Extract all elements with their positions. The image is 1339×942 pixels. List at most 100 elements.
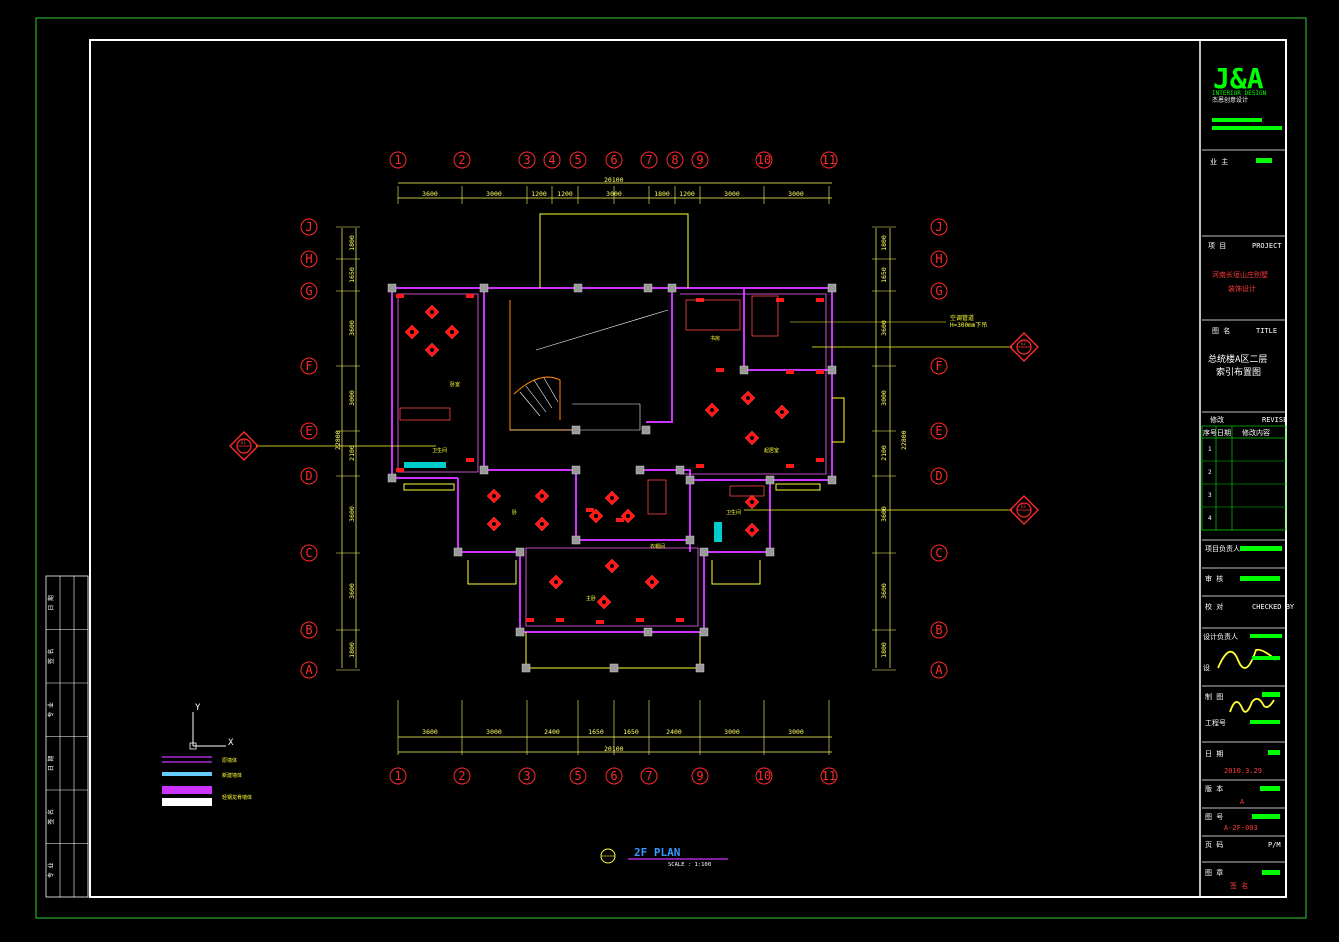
rev-header-date: 日期 [1217, 429, 1231, 437]
axis-label-bottom-11: 11 [822, 769, 836, 783]
wall-legend: 原墙体 新建墙体 轻钢龙骨墙体 [162, 756, 252, 806]
axis-bubble-left-A [300, 661, 318, 679]
axis-bubble-right-G [930, 282, 948, 300]
axis-label-left-J: J [305, 220, 312, 234]
pm-label: 项目负责人 [1205, 544, 1240, 553]
fixture-small-8 [696, 464, 704, 468]
axis-label-right-A: A [935, 663, 943, 677]
index-symbol-1 [1009, 332, 1039, 362]
project-name-line2: 装饰设计 [1228, 284, 1256, 293]
drafter-signature [1229, 697, 1275, 713]
axis-label-right-E: E [935, 424, 942, 438]
axis-bubble-bottom-9 [691, 767, 709, 785]
light-fixture-core-0 [430, 310, 434, 314]
project-name-line1: 河南长垣山庄别墅 [1212, 270, 1268, 279]
date-label: 日 期 [1205, 750, 1223, 758]
column-20 [643, 627, 653, 637]
company-logo-cn: 杰恩创意设计 [1212, 96, 1248, 104]
axis-label-bottom-9: 9 [696, 769, 703, 783]
left-dim-5: 3600 [348, 506, 356, 522]
axis-label-bottom-5: 5 [574, 769, 581, 783]
column-0 [387, 283, 397, 293]
fixture-small-9 [786, 464, 794, 468]
column-7 [479, 465, 489, 475]
legend-item-3: 轻钢龙骨墙体 [222, 794, 252, 801]
axis-bubble-right-J [930, 218, 948, 236]
drawing-no-label: 图 号 [1205, 813, 1223, 821]
top-dim-4: 3000 [606, 190, 622, 198]
room-name-6: 卫生间 [726, 509, 741, 516]
bottom-dim-1: 3000 [486, 728, 502, 736]
light-fixture-core-6 [780, 410, 784, 414]
axis-label-top-6: 6 [610, 153, 617, 167]
axis-label-top-11: 11 [822, 153, 836, 167]
left-signature-strip: 日 期签 名专 业日 期签 名专 业 [45, 575, 89, 898]
column-24 [695, 663, 705, 673]
column-9 [635, 465, 645, 475]
review-label: 审 核 [1205, 574, 1223, 583]
left-dim-3: 3000 [348, 390, 356, 406]
axis-bubble-right-F [930, 357, 948, 375]
axis-label-right-F: F [935, 359, 942, 373]
column-19 [515, 627, 525, 637]
hvac-note-line1: 空调管道 [950, 314, 974, 322]
axis-bubble-top-8 [666, 151, 684, 169]
room-name-3: 起居室 [764, 447, 779, 454]
version-value: A [1240, 798, 1245, 806]
room-name-5: 衣帽间 [650, 543, 665, 550]
strip-label-0: 日 期 [47, 595, 55, 611]
column-3 [643, 283, 653, 293]
axis-label-left-A: A [305, 663, 313, 677]
axis-label-left-F: F [305, 359, 312, 373]
right-dim-6: 3600 [880, 583, 888, 599]
legend-item-1: 原墙体 [222, 757, 237, 764]
light-fixture-core-8 [492, 494, 496, 498]
title-label: 图 名 [1212, 326, 1230, 335]
axis-bubble-top-2 [453, 151, 471, 169]
axis-label-bottom-1: 1 [394, 769, 401, 783]
bottom-dim-0: 3600 [422, 728, 438, 736]
axis-bubble-bottom-6 [605, 767, 623, 785]
fixture-small-7 [816, 458, 824, 462]
axis-label-left-H: H [305, 252, 312, 266]
axis-bubble-right-B [930, 621, 948, 639]
top-dim-3: 1200 [557, 190, 573, 198]
column-6 [387, 473, 397, 483]
top-dim-5: 1800 [654, 190, 670, 198]
light-fixture-core-20 [750, 528, 754, 532]
rev-row-3: 3 [1208, 492, 1212, 499]
axis-label-bottom-7: 7 [645, 769, 652, 783]
fixture-small-2 [396, 468, 404, 472]
light-fixture-core-10 [492, 522, 496, 526]
stamp-value: 签 名 [1230, 881, 1248, 890]
fixture-small-12 [596, 620, 604, 624]
room-name-4: 卧 [512, 509, 517, 516]
axis-label-right-C: C [935, 546, 942, 560]
axis-label-right-D: D [935, 469, 942, 483]
designer-label: 设计负责人 [1203, 632, 1238, 641]
axis-label-left-G: G [305, 284, 312, 298]
fixture-accents [399, 295, 779, 542]
ucs-y-label: Y [195, 703, 201, 713]
room-name-7: 主卧 [586, 595, 596, 602]
company-logo-sub: INTERIOR DESIGN [1212, 90, 1267, 97]
column-16 [685, 535, 695, 545]
light-fixture-core-15 [554, 580, 558, 584]
column-8 [571, 465, 581, 475]
left-dim-6: 3600 [348, 583, 356, 599]
axis-bubble-top-1 [389, 151, 407, 169]
strip-label-4: 签 名 [47, 809, 55, 825]
axis-bubble-top-4 [543, 151, 561, 169]
index-symbol-2 [1009, 495, 1039, 525]
draw-label: 制 图 [1205, 692, 1223, 701]
room-name-1: 卫生间 [432, 447, 447, 454]
bottom-dim-6: 3000 [724, 728, 740, 736]
left-total-dim: 22800 [334, 430, 342, 450]
fixture-small-18 [776, 298, 784, 302]
column-1 [479, 283, 489, 293]
light-fixture-core-17 [650, 580, 654, 584]
top-dim-1: 3000 [486, 190, 502, 198]
column-26 [641, 425, 651, 435]
drawing-no-value: A-2F-003 [1224, 824, 1258, 832]
column-23 [609, 663, 619, 673]
